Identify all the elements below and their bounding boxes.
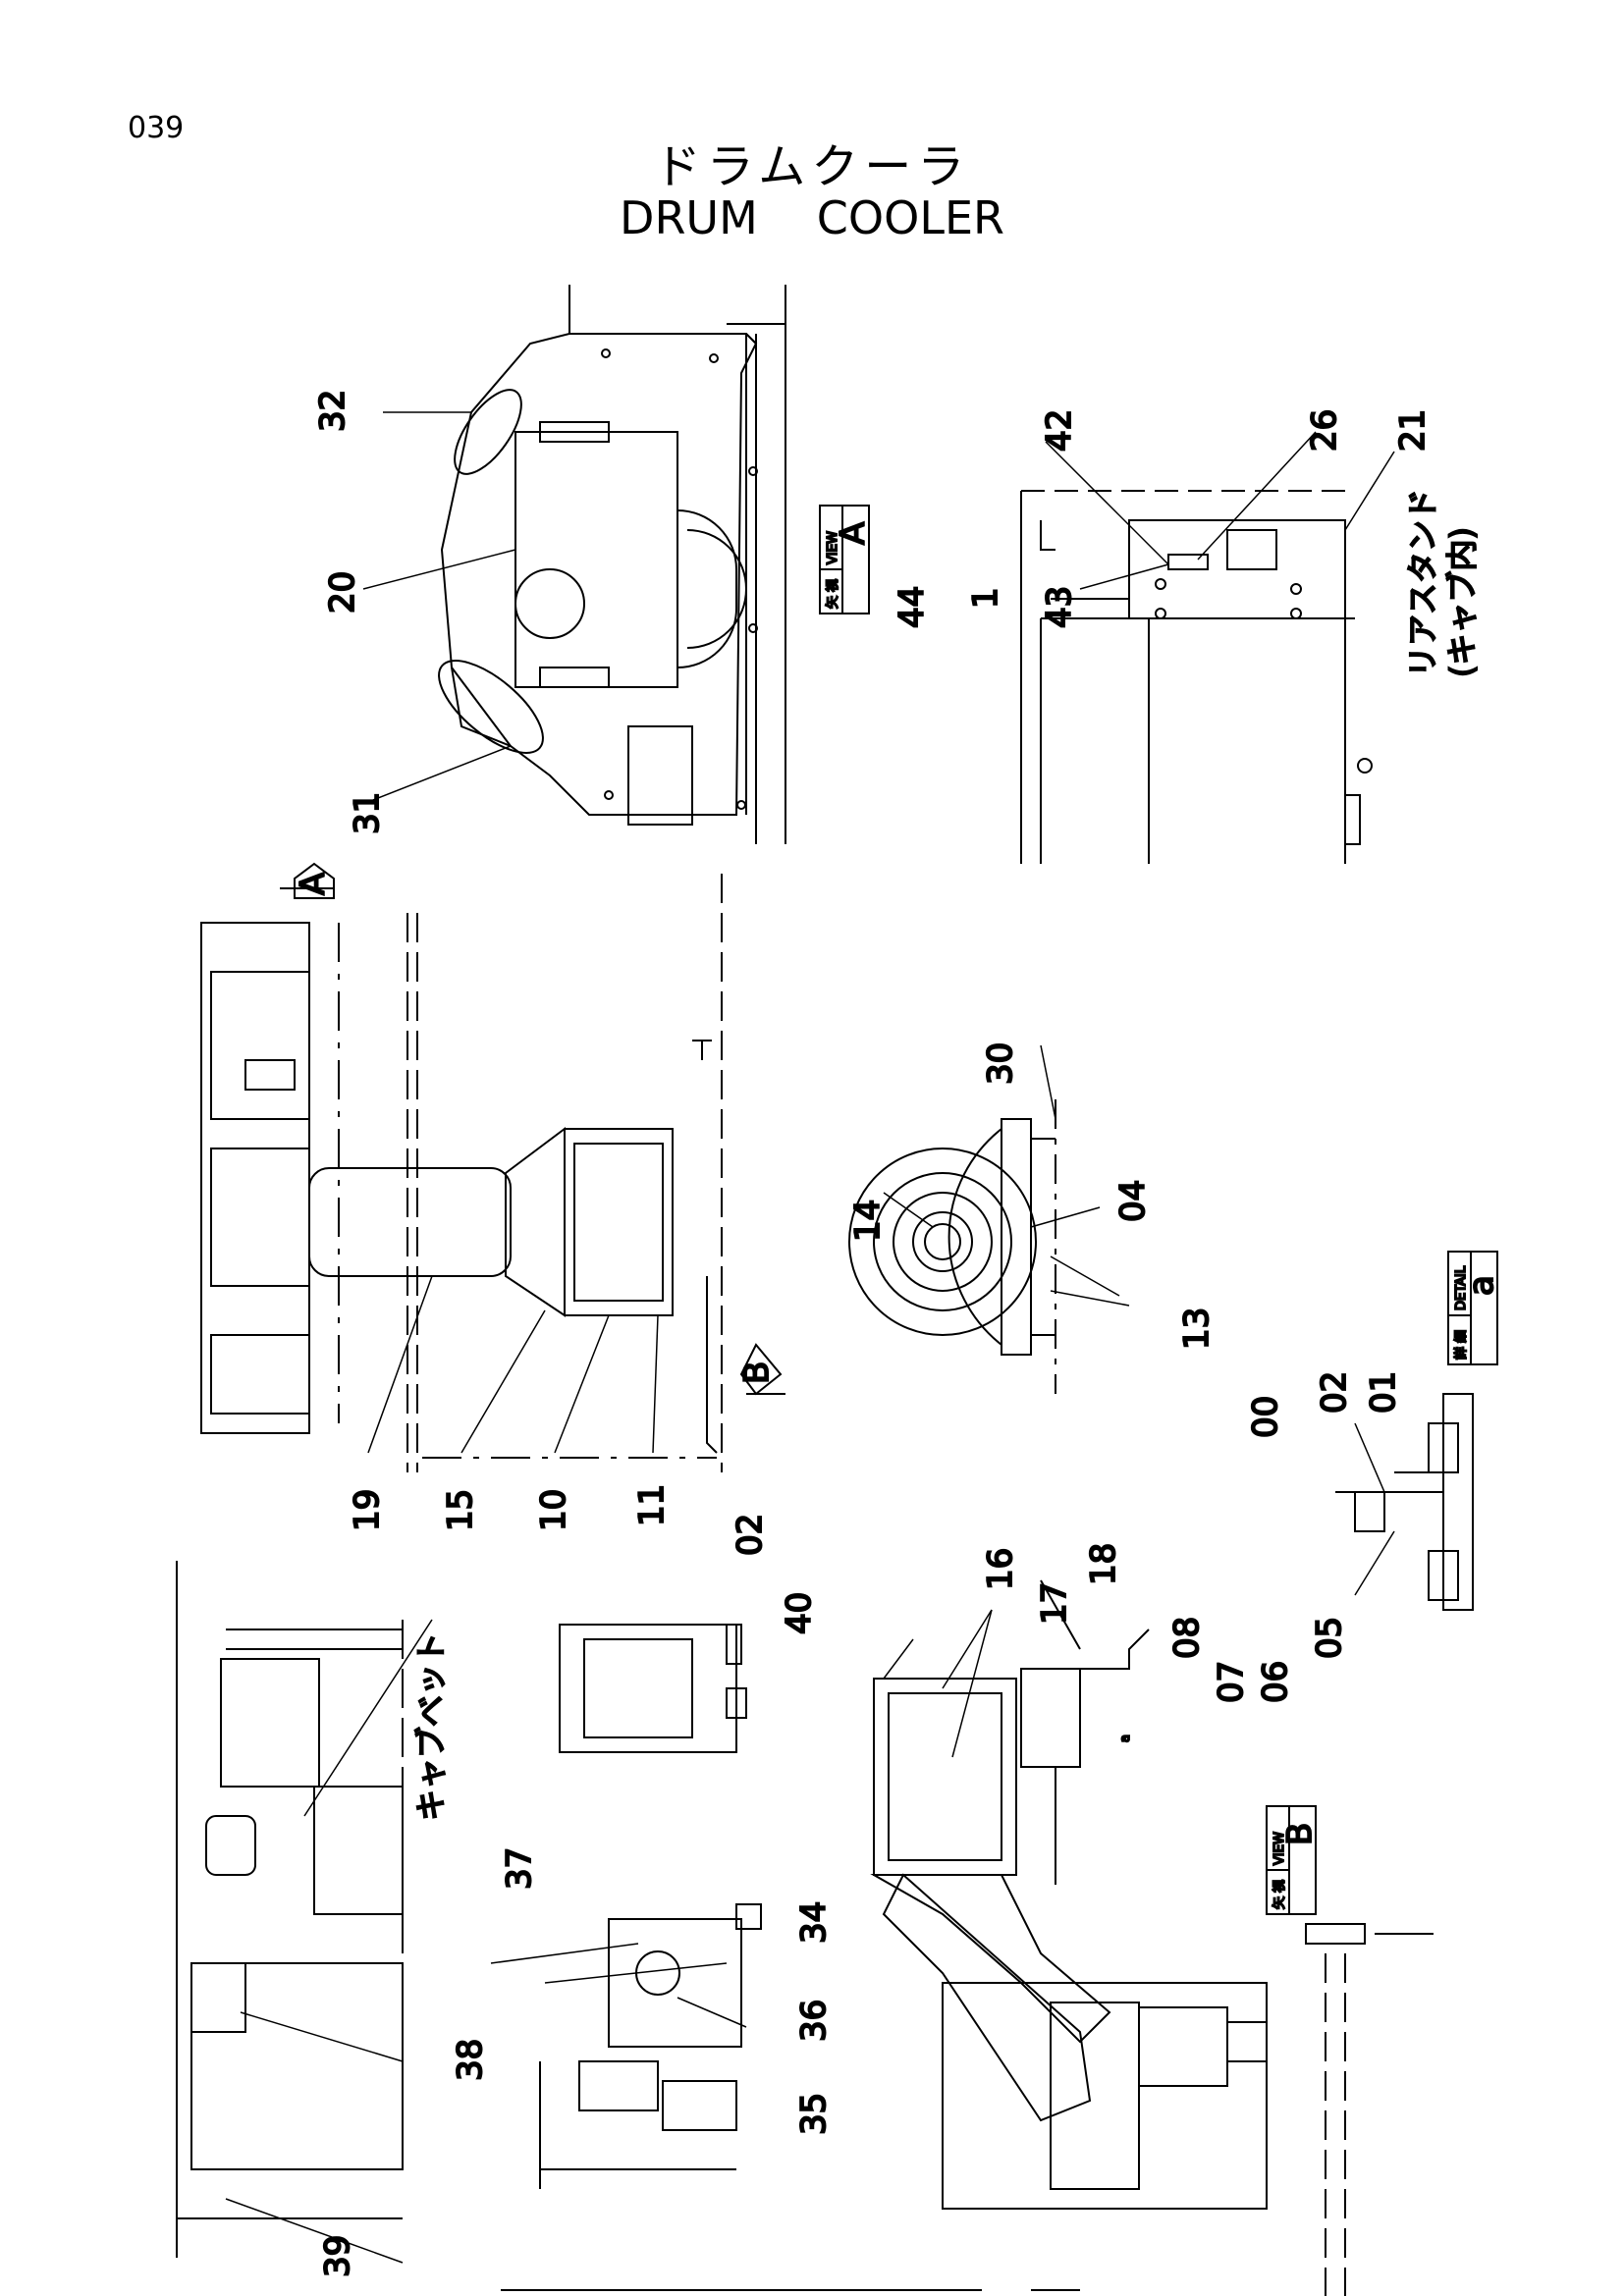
callout-01: 01: [1364, 1371, 1403, 1414]
callout-21: 21: [1393, 409, 1433, 452]
arrow-a-marker: [280, 862, 335, 899]
duct-assembly-plan: [200, 874, 723, 1472]
title-english-word-2: COOLER: [816, 191, 1004, 244]
callout-02b: 02: [731, 1514, 770, 1556]
view-a-jp: 矢 視: [826, 579, 840, 609]
callout-17: 17: [1035, 1582, 1074, 1625]
callout-36: 36: [794, 2000, 834, 2042]
view-a-letter: A: [834, 522, 873, 545]
callout-19: 19: [348, 1489, 387, 1531]
arrow-a-letter: A: [294, 873, 333, 895]
title-english-word-1: DRUM: [620, 191, 758, 244]
callout-02: 02: [1315, 1371, 1354, 1414]
detail-a-box: [1447, 1251, 1498, 1365]
view-b-en: VIEW: [1272, 1832, 1287, 1865]
detail-a-jp: 詳 細: [1453, 1330, 1469, 1360]
callout-35: 35: [794, 2093, 834, 2135]
callout-44: 44: [893, 586, 932, 628]
callout-43: 43: [1040, 586, 1079, 628]
detail-a-en: DETAIL: [1454, 1265, 1469, 1310]
callout-13: 13: [1177, 1308, 1217, 1350]
callout-15: 15: [441, 1489, 480, 1531]
detail-a-drawing: [1335, 1393, 1474, 1611]
callout-37: 37: [500, 1847, 539, 1890]
rear-stand-view: [1020, 490, 1373, 864]
view-b-jp: 矢 視: [1272, 1880, 1287, 1909]
callout-06: 06: [1256, 1661, 1295, 1703]
bracket-assembly-bottom: [539, 1903, 762, 2189]
callout-08: 08: [1167, 1617, 1207, 1659]
callout-07: 07: [1212, 1661, 1251, 1703]
title-english: DRUM COOLER: [0, 191, 1624, 244]
callout-11: 11: [632, 1484, 672, 1526]
view-a-en: VIEW: [826, 531, 840, 564]
callout-00: 00: [1246, 1396, 1285, 1438]
callout-14: 14: [848, 1200, 888, 1242]
rear-stand-label: リアスタンド: [1404, 489, 1441, 677]
callout-30: 30: [981, 1042, 1020, 1085]
title-japanese: ドラムクーラ: [653, 139, 971, 194]
arrow-b-marker: [739, 1343, 785, 1396]
callout-20: 20: [323, 571, 362, 614]
callout-26: 26: [1305, 409, 1344, 452]
callout-38: 38: [451, 2039, 490, 2081]
callout-05: 05: [1310, 1617, 1349, 1659]
callout-31: 31: [348, 792, 387, 834]
cooler-housing-view: [438, 285, 786, 844]
label-small-a: a: [1118, 1735, 1133, 1742]
leader-lines: [225, 411, 1395, 2264]
page-number: 039: [128, 111, 185, 145]
view-b-duct: [870, 1579, 1434, 2296]
callout-32: 32: [313, 390, 352, 432]
bracket-assembly-top: [559, 1624, 747, 1753]
callout-39: 39: [318, 2235, 357, 2277]
view-b-box: [1266, 1805, 1317, 1915]
fan-assembly-view: [848, 1099, 1056, 1394]
arrow-b-letter: B: [737, 1362, 777, 1384]
callout-40: 40: [780, 1592, 819, 1634]
callout-04: 04: [1113, 1180, 1153, 1222]
view-b-letter: B: [1280, 1823, 1320, 1845]
callout-18: 18: [1084, 1543, 1123, 1585]
callout-34: 34: [794, 1901, 834, 1944]
cab-bed-label: キャブベット: [412, 1632, 450, 1821]
callout-42: 42: [1040, 409, 1079, 452]
detail-a-letter: a: [1462, 1275, 1501, 1296]
view-a-box: [819, 505, 870, 614]
callout-10: 10: [534, 1489, 573, 1531]
rear-stand-sublabel: (キャブ内): [1443, 527, 1481, 677]
callout-16: 16: [981, 1548, 1020, 1590]
callout-1: 1: [966, 587, 1005, 609]
cab-bed-view: [176, 1561, 404, 2258]
